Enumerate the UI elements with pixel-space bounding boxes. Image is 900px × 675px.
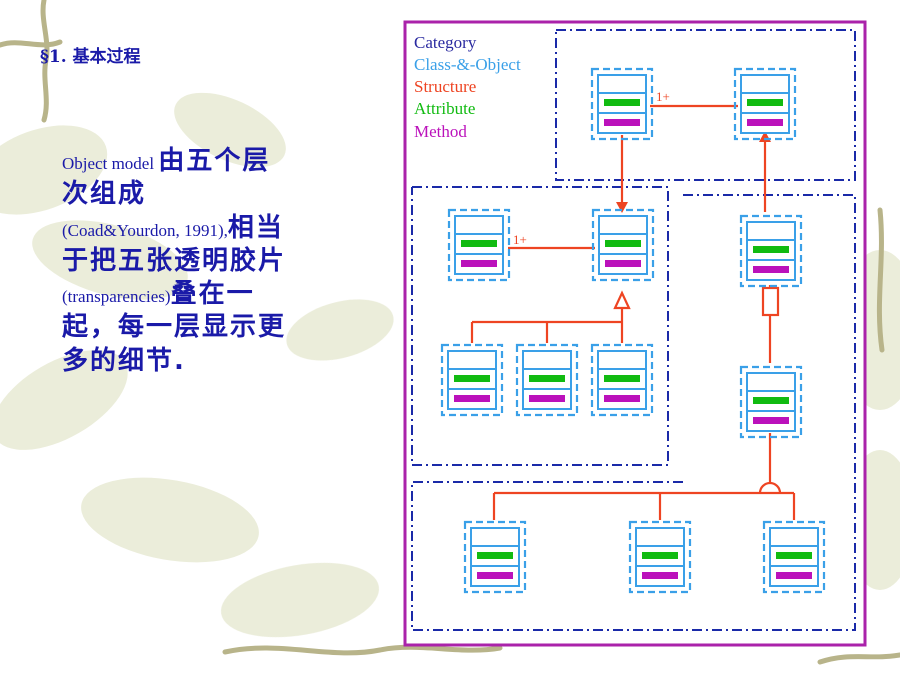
class-object-spec-2	[515, 343, 579, 417]
section-heading: §1. 基本过程	[40, 47, 141, 67]
body-text-five-layers: 由五个层次组成	[62, 146, 271, 210]
legend-attribute: Attribute	[414, 99, 475, 118]
class-object-top-left	[590, 67, 654, 141]
body-text-citation: (Coad&Yourdon, 1991),	[62, 220, 228, 240]
class-object-bottom-2	[628, 520, 692, 594]
class-object-left-a	[447, 208, 511, 282]
gen-spec-triangle	[613, 290, 631, 310]
class-object-right-whole	[739, 214, 803, 288]
subject-area-left	[411, 186, 669, 466]
class-object-bottom-1	[463, 520, 527, 594]
class-object-spec-1	[440, 343, 504, 417]
legend-structure: Structure	[414, 77, 476, 96]
multiplicity-label-top: 1+	[656, 89, 670, 104]
class-object-left-b	[591, 208, 655, 282]
body-text-transparencies: 相当于把五张透明胶片	[62, 212, 287, 276]
subject-area-bottom	[411, 481, 683, 631]
subject-area-right	[683, 194, 856, 631]
legend-class-object: Class-&-Object	[414, 55, 521, 74]
class-object-bottom-3	[762, 520, 826, 594]
legend-category: Category	[414, 33, 477, 52]
class-object-top-right	[733, 67, 797, 141]
body-text-transparencies-en: (transparencies)	[62, 287, 171, 307]
whole-part-box	[761, 286, 780, 317]
subject-area-top	[555, 29, 856, 181]
class-object-spec-3	[590, 343, 654, 417]
body-text-overlay: 叠在一起，每一层显示更多的细节.	[62, 279, 287, 376]
body-text-object-model: Object model	[62, 154, 159, 173]
arrowhead-down	[616, 202, 628, 213]
multiplicity-label-left: 1+	[513, 232, 527, 247]
legend-method: Method	[414, 122, 467, 141]
body-paragraph: Object model 由五个层次组成 (Coad&Yourdon, 1991…	[62, 145, 292, 378]
class-object-right-part	[739, 365, 803, 439]
